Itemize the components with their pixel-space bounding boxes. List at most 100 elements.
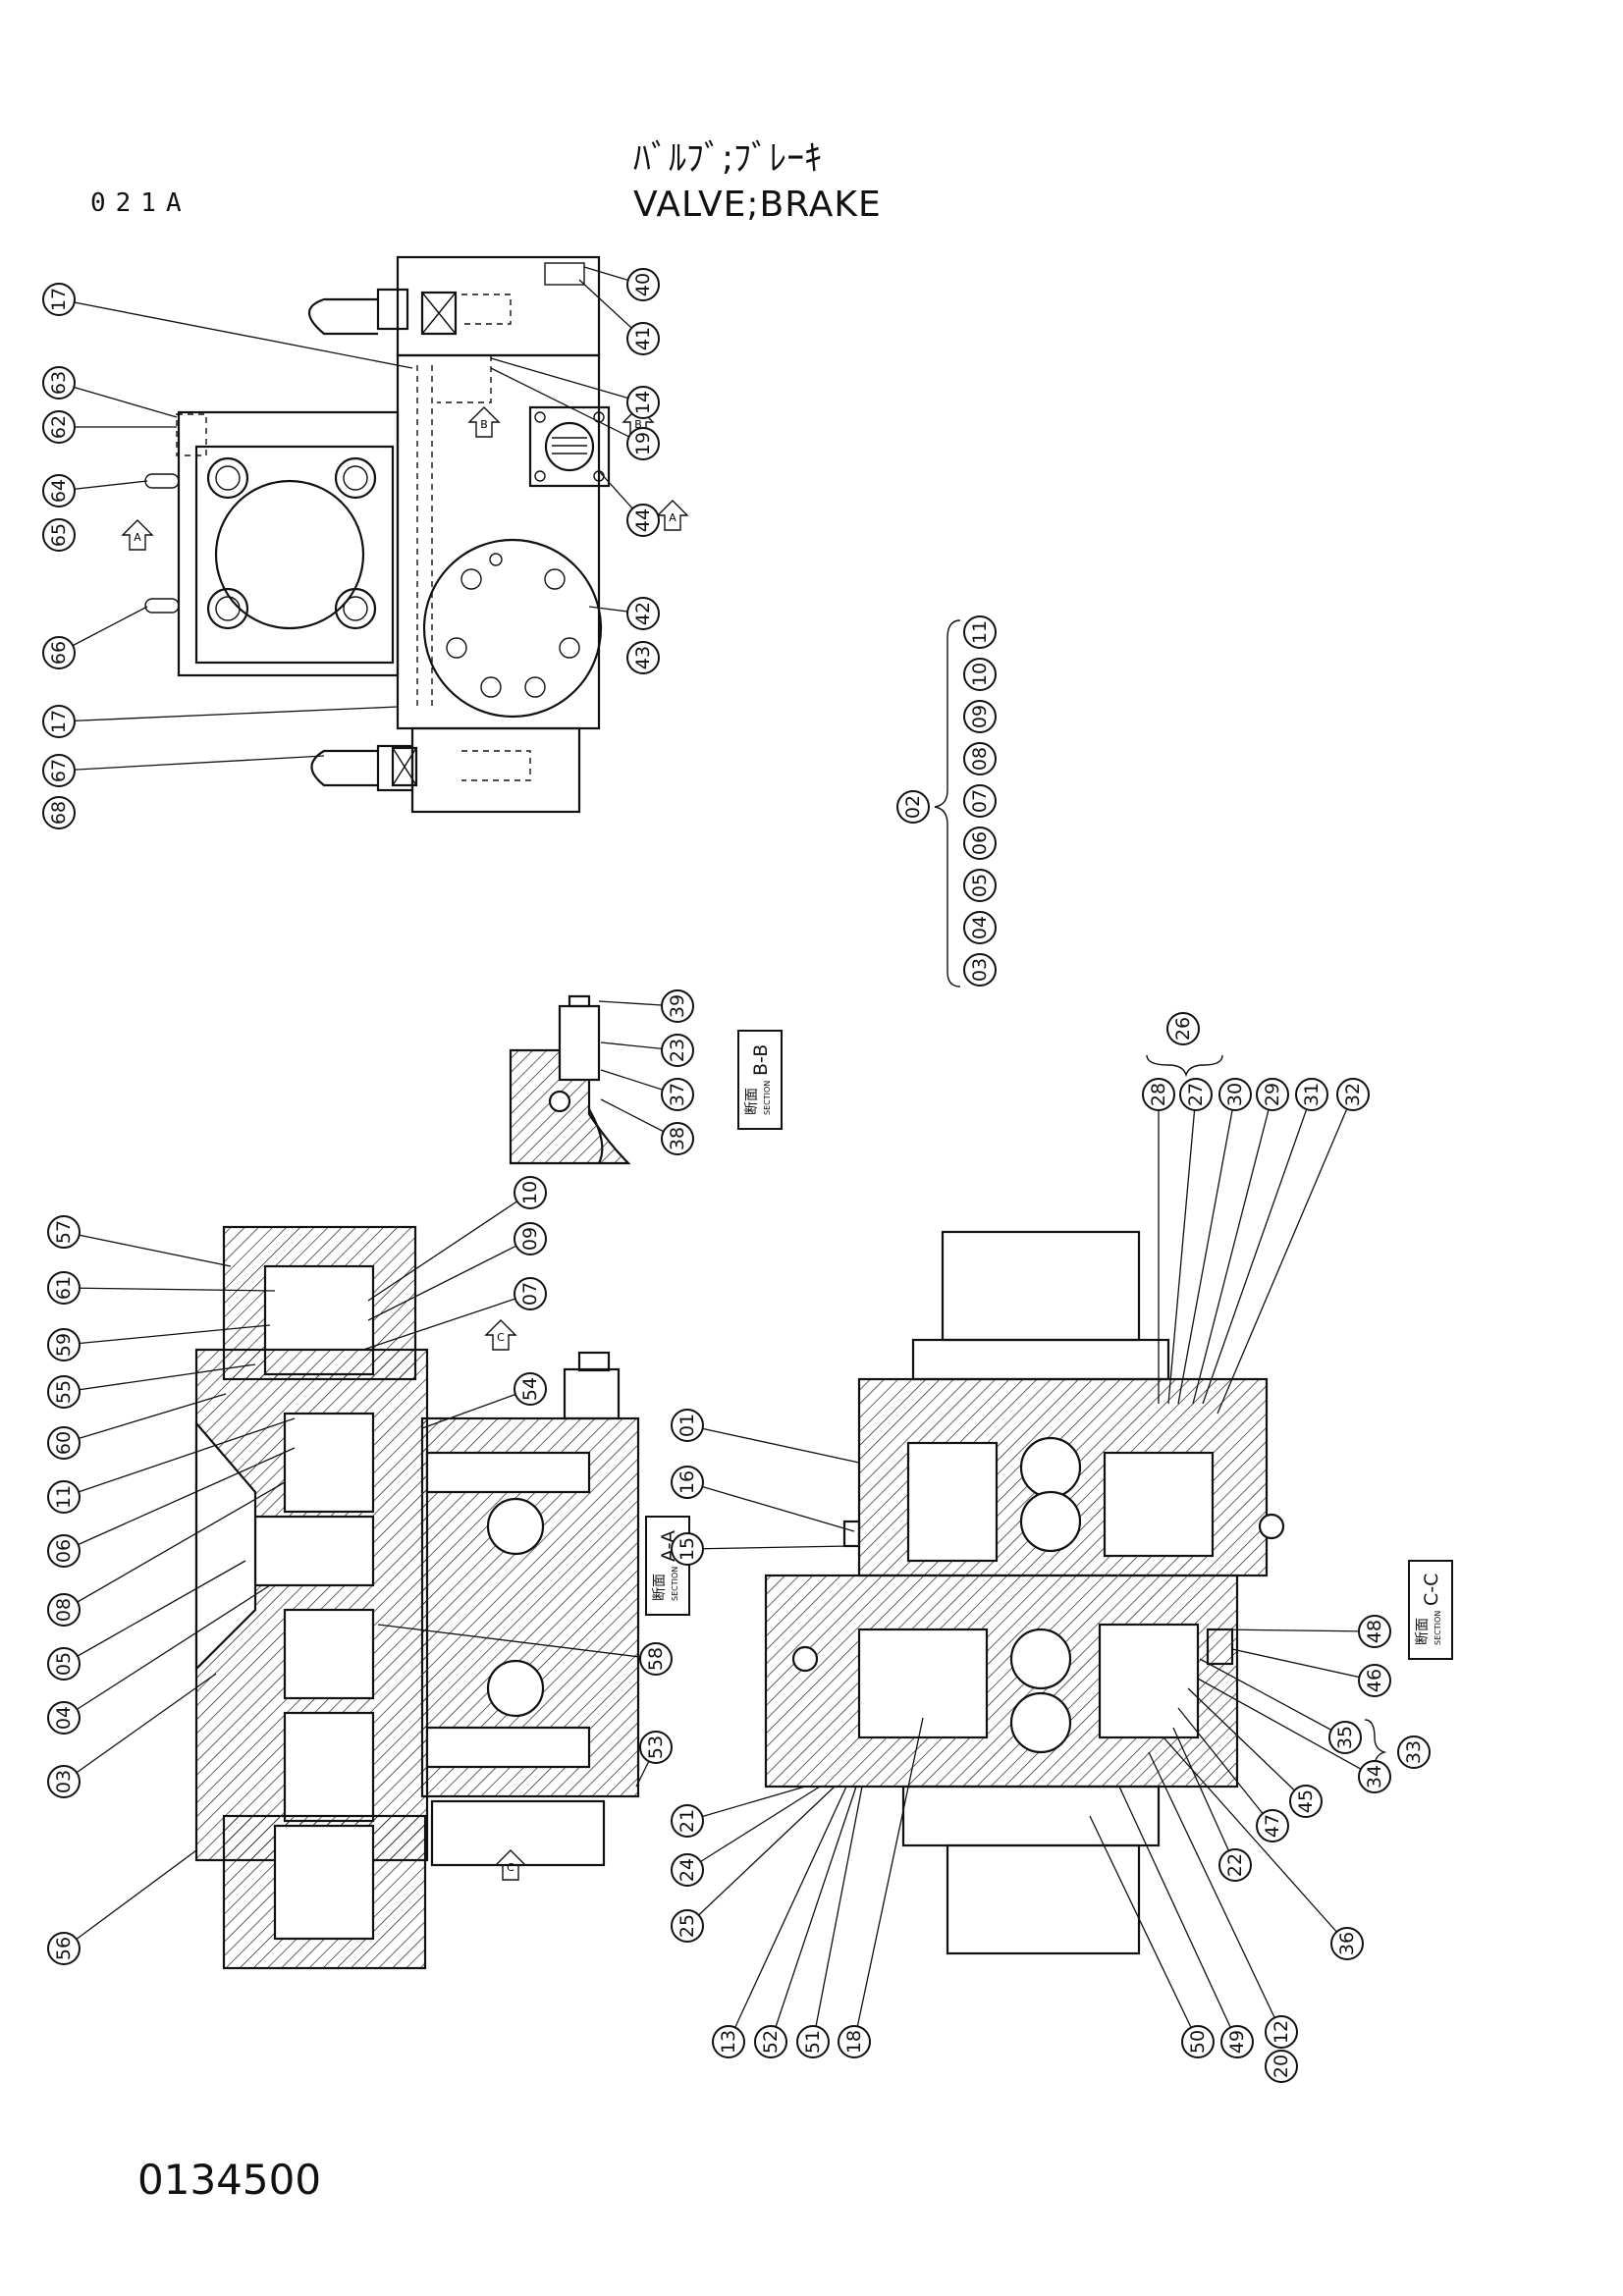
section-label-aa: 断面 SECTION A-A — [645, 1516, 690, 1616]
callout-number: 04 — [53, 1706, 75, 1730]
callout-balloon — [1218, 1848, 1252, 1882]
section-label-jp: 断面 — [652, 1574, 668, 1601]
callout-number: 37 — [667, 1083, 688, 1106]
callout-number: 45 — [1295, 1789, 1317, 1813]
leader-line — [1148, 1751, 1282, 2033]
part-callout-01: 01 — [671, 1409, 704, 1442]
callout-balloon — [1289, 1785, 1323, 1818]
part-callout-32: 32 — [1336, 1078, 1370, 1111]
callout-number: 25 — [676, 1914, 698, 1938]
callout-balloon — [514, 1372, 547, 1406]
callout-balloon — [626, 268, 660, 301]
plan-view: A A B B — [121, 255, 689, 814]
callout-balloon — [47, 1426, 81, 1460]
callout-balloon — [42, 705, 76, 738]
leader-line — [1199, 1658, 1346, 1738]
callout-number: 30 — [1224, 1083, 1246, 1106]
part-callout-65: 65 — [42, 518, 76, 552]
part-callout-59: 59 — [47, 1328, 81, 1362]
callout-balloon — [47, 1701, 81, 1735]
callout-balloon — [42, 366, 76, 400]
view-arrow-label: C — [497, 1331, 505, 1344]
callout-number: 10 — [519, 1181, 541, 1204]
callout-balloon — [1166, 1012, 1200, 1045]
part-callout-58: 58 — [639, 1642, 673, 1676]
leader-line — [63, 1363, 256, 1393]
callout-balloon — [1330, 1927, 1364, 1960]
part-callout-17: 17 — [42, 283, 76, 316]
part-callout-13: 13 — [712, 2025, 745, 2058]
callout-number: 54 — [519, 1377, 541, 1401]
callout-number: 28 — [1148, 1083, 1169, 1106]
callout-balloon — [47, 1932, 81, 1965]
section-label-cc: 断面 SECTION C-C — [1408, 1560, 1453, 1660]
part-callout-39: 39 — [661, 989, 694, 1023]
section-label-bb: 断面 SECTION B-B — [737, 1030, 783, 1130]
group-02-member-10: 10 — [963, 658, 997, 691]
part-callout-40: 40 — [626, 268, 660, 301]
part-callout-43: 43 — [626, 641, 660, 674]
leader-line — [421, 1388, 531, 1429]
leader-line — [63, 1417, 296, 1498]
view-arrow-b-left: B — [467, 406, 501, 438]
callout-number: 41 — [632, 327, 654, 350]
callout-number: 63 — [48, 371, 70, 395]
callout-number: 33 — [1403, 1740, 1425, 1764]
part-callout-37: 37 — [661, 1078, 694, 1111]
leader-line — [1089, 1815, 1199, 2043]
part-callout-53: 53 — [639, 1731, 673, 1764]
part-callout-54: 54 — [514, 1372, 547, 1406]
leader-line — [63, 1584, 271, 1719]
section-bb-view — [509, 994, 631, 1165]
part-callout-46: 46 — [1358, 1664, 1391, 1697]
callout-number: 51 — [802, 2030, 824, 2054]
callout-number: 26 — [1172, 1017, 1194, 1041]
drawing-number: 0134500 — [137, 2156, 322, 2204]
callout-number: 07 — [969, 789, 991, 813]
view-arrow-label: B — [634, 418, 642, 431]
part-callout-47: 47 — [1256, 1809, 1289, 1842]
title-english: VALVE;BRAKE — [633, 185, 882, 225]
group-02-member-08: 08 — [963, 742, 997, 775]
callout-number: 24 — [676, 1858, 698, 1882]
callout-balloon — [626, 504, 660, 537]
callout-balloon — [626, 597, 660, 630]
part-callout-11: 11 — [47, 1480, 81, 1514]
callout-number: 06 — [53, 1539, 75, 1563]
leader-line — [58, 706, 399, 722]
part-callout-08: 08 — [47, 1593, 81, 1627]
callout-number: 14 — [632, 391, 654, 414]
view-arrow-a-right: A — [656, 500, 689, 531]
part-callout-24: 24 — [671, 1853, 704, 1887]
section-aa-view: C C — [194, 1225, 640, 1970]
callout-balloon — [796, 2025, 830, 2058]
group-02-member-03: 03 — [963, 953, 997, 987]
part-callout-15: 15 — [671, 1532, 704, 1566]
callout-balloon — [661, 989, 694, 1023]
callout-balloon — [963, 742, 997, 775]
callout-number: 09 — [969, 705, 991, 728]
part-callout-50: 50 — [1181, 2025, 1215, 2058]
part-callout-19: 19 — [626, 427, 660, 460]
callout-balloon — [514, 1222, 547, 1255]
callout-number: 27 — [1185, 1083, 1207, 1106]
part-callout-61: 61 — [47, 1271, 81, 1305]
leader-line — [1192, 1094, 1273, 1405]
callout-number: 03 — [969, 958, 991, 982]
callout-number: 48 — [1364, 1620, 1385, 1643]
leader-line — [1217, 1094, 1354, 1415]
view-arrow-a-left: A — [121, 519, 154, 551]
callout-number: 06 — [969, 831, 991, 855]
section-label-en: SECTION — [763, 1081, 772, 1115]
callout-balloon — [671, 1909, 704, 1943]
part-callout-41: 41 — [626, 322, 660, 355]
section-label-name: C-C — [1421, 1574, 1442, 1606]
callout-number: 60 — [53, 1431, 75, 1455]
section-label-en: SECTION — [671, 1567, 679, 1601]
callout-balloon — [1218, 1078, 1252, 1111]
callout-balloon — [47, 1593, 81, 1627]
callout-balloon — [42, 636, 76, 669]
leader-line — [1177, 1094, 1236, 1405]
callout-number: 08 — [53, 1598, 75, 1622]
